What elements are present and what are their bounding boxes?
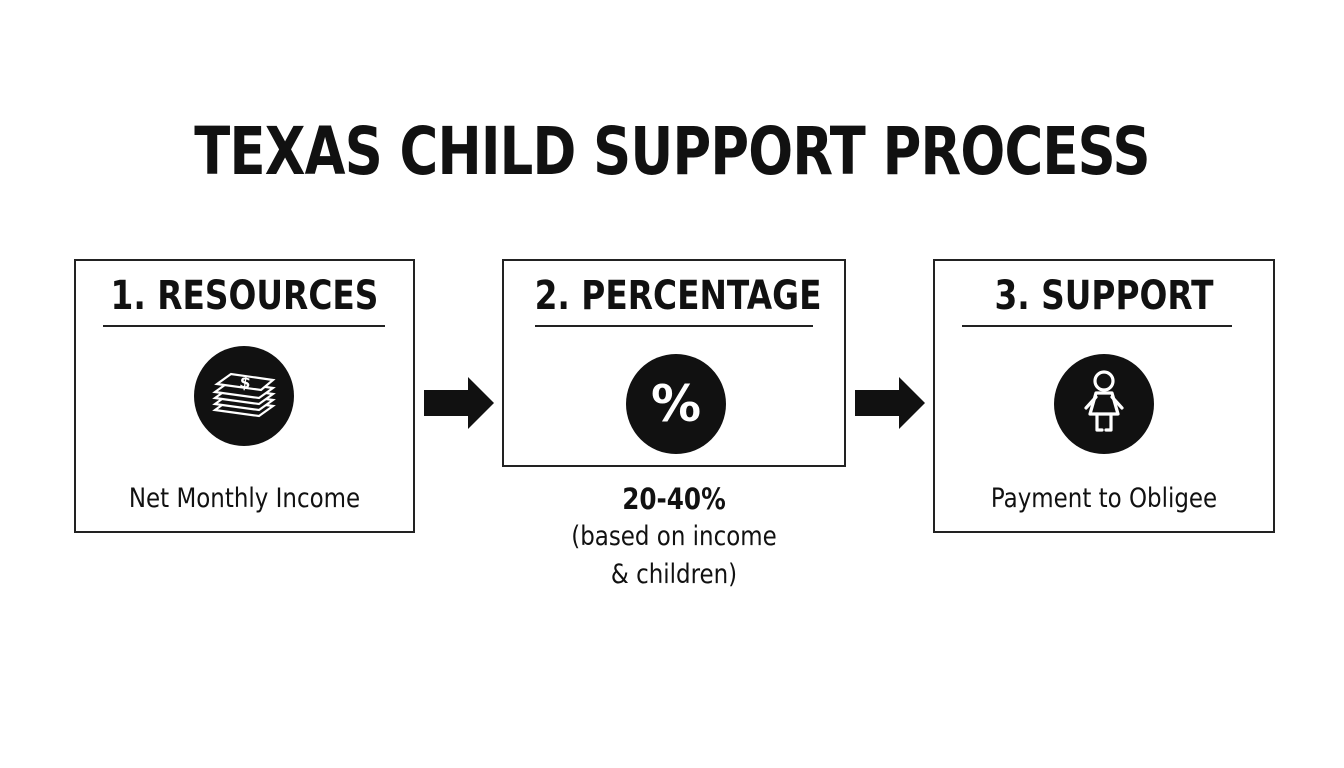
money-stack-icon: $ bbox=[194, 346, 294, 446]
percent-glyph: % bbox=[650, 375, 702, 433]
percent-icon: % bbox=[626, 354, 726, 454]
flow-arrow-1 bbox=[424, 375, 496, 436]
step-box-resources: 1. RESOURCES $ Net Monthly Income bbox=[74, 259, 415, 533]
step-title: 1. RESOURCES bbox=[110, 273, 379, 319]
percentage-note-line: (based on income bbox=[571, 521, 777, 552]
percentage-range: 20-40% bbox=[622, 482, 726, 516]
right-arrow-icon bbox=[855, 377, 925, 429]
percentage-note: 20-40% (based on income & children) bbox=[528, 480, 820, 594]
step-box-support: 3. SUPPORT Payment to Obligee bbox=[933, 259, 1275, 533]
step-box-percentage: 2. PERCENTAGE % bbox=[502, 259, 846, 467]
step-title: 3. SUPPORT bbox=[994, 273, 1214, 319]
step-caption: Payment to Obligee bbox=[990, 483, 1218, 514]
step-divider bbox=[962, 325, 1232, 327]
step-caption: Net Monthly Income bbox=[128, 483, 361, 514]
step-divider bbox=[535, 325, 813, 327]
step-title: 2. PERCENTAGE bbox=[534, 273, 822, 319]
money-stack-svg: $ bbox=[212, 372, 276, 418]
child-icon bbox=[1054, 354, 1154, 454]
svg-text:$: $ bbox=[238, 372, 252, 392]
child-figure-svg bbox=[1084, 370, 1124, 432]
step-divider bbox=[103, 325, 385, 327]
diagram-title: TEXAS CHILD SUPPORT PROCESS bbox=[194, 113, 1150, 190]
right-arrow-icon bbox=[424, 377, 494, 429]
flow-arrow-2 bbox=[855, 375, 927, 436]
percentage-note-line: & children) bbox=[610, 559, 738, 590]
